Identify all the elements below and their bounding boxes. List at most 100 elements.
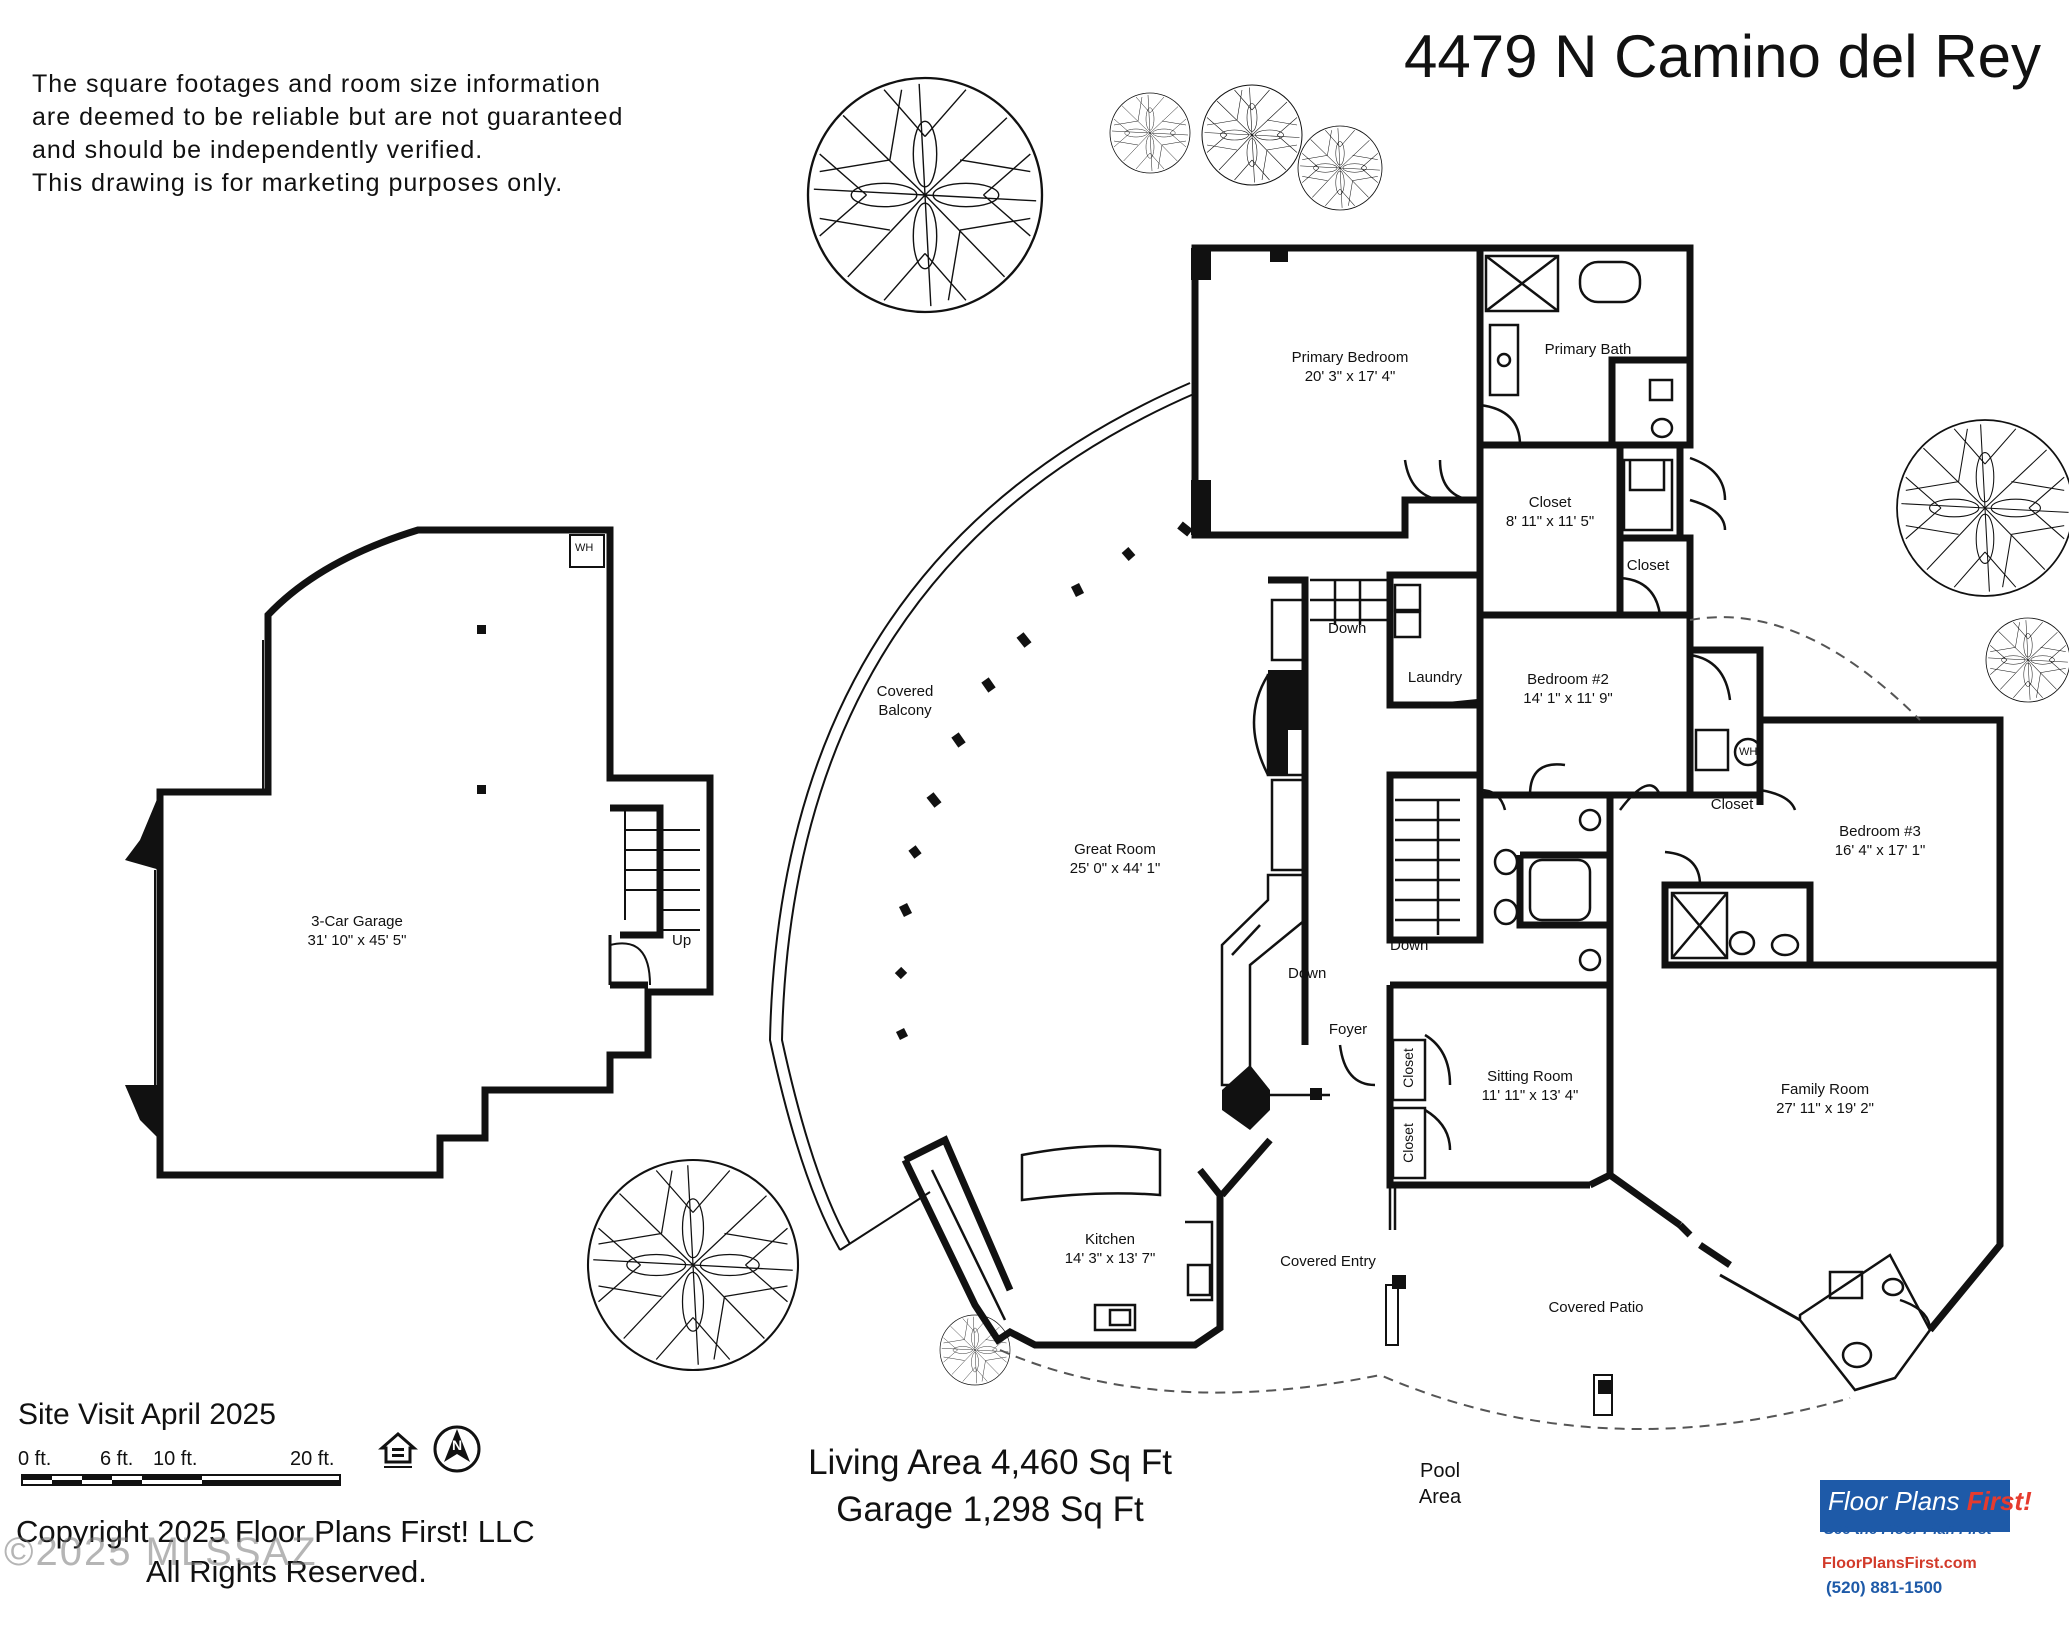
room-name: Covered Entry [1280, 1253, 1376, 1270]
water-heater-label: WH [575, 542, 594, 554]
room-label-foyer: Foyer [1238, 1020, 1458, 1039]
room-label-covered-balcony: Covered Balcony [795, 682, 1015, 720]
tree-icon [1109, 92, 1191, 174]
disclaimer-line: The square footages and room size inform… [32, 70, 601, 98]
room-label-closet-bed3: Closet [1622, 795, 1842, 814]
room-size: 16' 4" x 17' 1" [1834, 842, 1926, 859]
scale-label: 20 ft. [290, 1448, 335, 1470]
room-name: Primary Bath [1544, 341, 1632, 358]
copyright-line: All Rights Reserved. [146, 1554, 427, 1589]
logo-url: FloorPlansFirst.com [1822, 1555, 1977, 1572]
room-label-sitting-room: Sitting Room 11' 11" x 13' 4" [1420, 1067, 1640, 1105]
garage-details [154, 534, 700, 1085]
disclaimer-line: and should be independently verified. [32, 136, 484, 164]
room-name: Covered Patio [1548, 1299, 1644, 1316]
stair-up-label: Up [672, 932, 692, 949]
dashed-boundary [999, 616, 1921, 1431]
copyright-line: Copyright 2025 Floor Plans First! LLC [16, 1514, 535, 1549]
room-label-bedroom-2: Bedroom #2 14' 1" x 11' 9" [1458, 670, 1678, 708]
north-arrow-icon: N [433, 1425, 481, 1473]
room-label-pool-area: Pool Area [1330, 1458, 1550, 1510]
room-label-bedroom-3: Bedroom #3 16' 4" x 17' 1" [1770, 822, 1990, 860]
room-name: Bedroom #3 [1839, 823, 1921, 840]
logo-tagline: See the Floor Plan First [1824, 1521, 1992, 1538]
logo-banner [1820, 1480, 2010, 1532]
room-label-family-room: Family Room 27' 11" x 19' 2" [1715, 1080, 1935, 1118]
disclaimer-line: This drawing is for marketing purposes o… [32, 169, 564, 197]
room-name: Great Room [1074, 841, 1156, 858]
garage-corner-bump [125, 1085, 160, 1140]
scale-bar [21, 1474, 341, 1486]
room-label-great-room: Great Room 25' 0" x 44' 1" [1005, 840, 1225, 878]
room-size: 14' 1" x 11' 9" [1523, 690, 1613, 707]
tree-icon [1896, 419, 2069, 597]
scale-label: 6 ft. [100, 1448, 134, 1470]
garage-corner-bump [125, 792, 160, 870]
room-name: Closet [1626, 557, 1670, 574]
balcony-rail [768, 382, 1197, 1251]
room-name: 3-Car Garage [311, 913, 403, 930]
disclaimer: The square footages and room size inform… [32, 68, 652, 200]
tree-icon [586, 1158, 800, 1372]
living-area: Living Area 4,460 Sq Ft [808, 1443, 1172, 1482]
room-name: Family Room [1780, 1081, 1870, 1098]
room-name: Closet [1710, 796, 1754, 813]
room-size: 8' 11" x 11' 5" [1505, 513, 1595, 530]
patio-posts [1385, 1284, 1613, 1416]
room-size: 14' 3" x 13' 7" [1064, 1250, 1156, 1267]
room-label-covered-entry: Covered Entry [1218, 1252, 1438, 1271]
disclaimer-line: are deemed to be reliable but are not gu… [32, 103, 624, 131]
garage-walls [156, 526, 714, 1179]
room-name: Pool Area [1418, 1460, 1462, 1508]
room-name: Bedroom #2 [1527, 671, 1609, 688]
property-address: 4479 N Camino del Rey [1403, 23, 2041, 90]
room-size: 11' 11" x 13' 4" [1481, 1087, 1579, 1104]
family-windows [1677, 1222, 1801, 1322]
watermark: ©2025 MLSSAZ [4, 1530, 318, 1574]
logo-name-b: First! [1966, 1486, 2032, 1516]
house-details [930, 254, 1932, 1392]
site-visit: Site Visit April 2025 [18, 1398, 276, 1431]
garage-post [477, 785, 486, 794]
stair-down-label: Down [1328, 620, 1367, 637]
tree-icon [1985, 617, 2069, 703]
tree-icon [806, 76, 1044, 314]
scale-label: 10 ft. [153, 1448, 198, 1470]
room-name: Closet [1528, 494, 1572, 511]
closet-vertical-label: Closet [1399, 1123, 1416, 1163]
room-size: 31' 10" x 45' 5" [307, 932, 407, 949]
stair-down-label: Down [1288, 965, 1327, 982]
room-name: Laundry [1407, 669, 1463, 686]
room-size: 20' 3" x 17' 4" [1304, 368, 1396, 385]
copyright: Copyright 2025 Floor Plans First! LLC Al… [16, 1512, 535, 1592]
logo-name-a: Floor Plans [1828, 1486, 1967, 1516]
room-label-three-car-garage: 3-Car Garage 31' 10" x 45' 5" [247, 912, 467, 950]
room-size: 25' 0" x 44' 1" [1069, 860, 1161, 877]
svg-text:N: N [452, 1437, 462, 1453]
tree-icon [939, 1314, 1011, 1386]
garage-area: Garage 1,298 Sq Ft [836, 1490, 1144, 1529]
room-label-kitchen: Kitchen 14' 3" x 13' 7" [1000, 1230, 1220, 1268]
garage-post [477, 625, 486, 634]
tree-icon [1201, 84, 1303, 186]
room-label-primary-bath: Primary Bath [1478, 340, 1698, 359]
water-heater-label: WH [1739, 746, 1758, 758]
room-label-laundry: Laundry [1325, 668, 1545, 687]
room-label-primary-bedroom: Primary Bedroom 20' 3" x 17' 4" [1240, 348, 1460, 386]
room-label-covered-patio: Covered Patio [1486, 1298, 1706, 1317]
room-name: Primary Bedroom [1291, 349, 1409, 366]
tree-icon [1297, 125, 1383, 211]
room-label-closet-primary: Closet 8' 11" x 11' 5" [1440, 493, 1660, 531]
scale-label: 0 ft. [18, 1448, 52, 1470]
stair-down-label: Down [1390, 937, 1429, 954]
logo-phone: (520) 881-1500 [1826, 1578, 1943, 1597]
room-name: Covered Balcony [876, 683, 934, 719]
equal-housing-icon [378, 1432, 418, 1468]
room-label-closet-small: Closet [1538, 556, 1758, 575]
logo-name: Floor Plans First! [1828, 1486, 2032, 1517]
room-size: 27' 11" x 19' 2" [1776, 1100, 1874, 1117]
balcony-posts [894, 521, 1193, 1041]
room-name: Kitchen [1084, 1231, 1136, 1248]
room-name: Sitting Room [1487, 1068, 1573, 1085]
